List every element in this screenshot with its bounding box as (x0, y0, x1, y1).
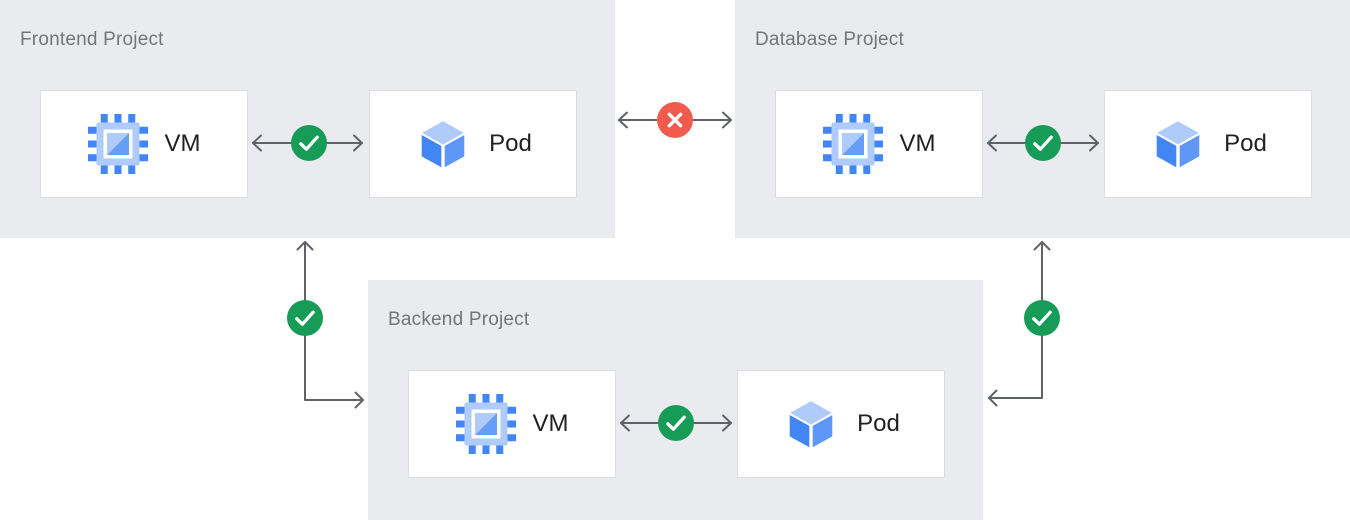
panel-frontend-project: Frontend Project VM (0, 0, 615, 238)
check-icon (295, 310, 315, 326)
panel-backend-project: Backend Project VM P (368, 280, 983, 520)
pod-icon (1156, 121, 1200, 168)
vm-icon (822, 114, 883, 174)
node-label: VM (164, 130, 201, 157)
node-card-vm: VM (775, 90, 983, 198)
vm-icon (87, 114, 148, 174)
node-card-vm: VM (408, 370, 616, 478)
x-icon (667, 112, 683, 128)
arrow-database-backend (988, 241, 1051, 407)
node-label: Pod (1224, 130, 1267, 157)
node-card-pod: Pod (369, 90, 577, 198)
status-blocked-frontend-database (657, 102, 693, 138)
arrowhead-up-icon (296, 241, 314, 251)
node-label: VM (532, 410, 569, 437)
node-card-pod: Pod (1104, 90, 1312, 198)
arrowhead-left-icon (988, 389, 998, 407)
panel-title: Database Project (755, 29, 904, 50)
pod-icon (789, 401, 833, 448)
arrow-frontend-backend (296, 241, 364, 409)
node-label: Pod (857, 410, 900, 437)
panel-database-project: Database Project VM (735, 0, 1350, 238)
arrowhead-right-icon (354, 391, 364, 409)
arrowhead-up-icon (1033, 241, 1051, 251)
panel-title: Frontend Project (20, 29, 164, 50)
arrowhead-right-icon (722, 111, 732, 129)
node-card-pod: Pod (737, 370, 945, 478)
panel-title: Backend Project (388, 309, 530, 330)
node-label: VM (899, 130, 936, 157)
status-allowed-database-backend (1024, 300, 1060, 336)
arrowhead-left-icon (618, 111, 628, 129)
arrow-frontend-database (618, 111, 732, 129)
check-icon (1032, 310, 1052, 326)
node-label: Pod (489, 130, 532, 157)
node-card-vm: VM (40, 90, 248, 198)
pod-icon (421, 121, 465, 168)
status-allowed-frontend-backend (287, 300, 323, 336)
vm-icon (455, 394, 516, 454)
